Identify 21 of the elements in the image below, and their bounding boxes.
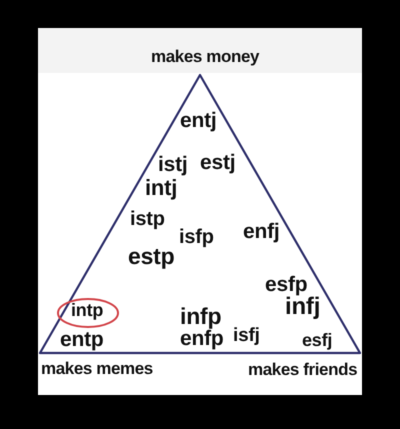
type-label: entp — [60, 328, 104, 350]
type-label: istp — [130, 209, 165, 229]
type-label: estp — [128, 245, 174, 268]
corner-label: makes friends — [248, 361, 358, 378]
highlight-ellipse — [57, 298, 119, 328]
type-label: infp — [180, 305, 222, 328]
type-label: enfj — [243, 221, 280, 242]
type-label: infj — [285, 295, 320, 319]
type-label: enfp — [180, 328, 224, 349]
triangle-diagram — [39, 74, 361, 354]
type-label: intp — [71, 301, 104, 319]
type-label: isfp — [179, 227, 214, 247]
type-label: estj — [200, 152, 236, 173]
corner-label: makes memes — [41, 360, 153, 377]
type-label: entj — [180, 110, 217, 131]
type-label: esfj — [302, 331, 332, 349]
type-label: isfj — [233, 326, 260, 345]
type-label: esfp — [265, 274, 308, 295]
corner-label: makes money — [151, 48, 260, 65]
type-label: istj — [158, 154, 188, 175]
type-label: intj — [145, 177, 178, 199]
